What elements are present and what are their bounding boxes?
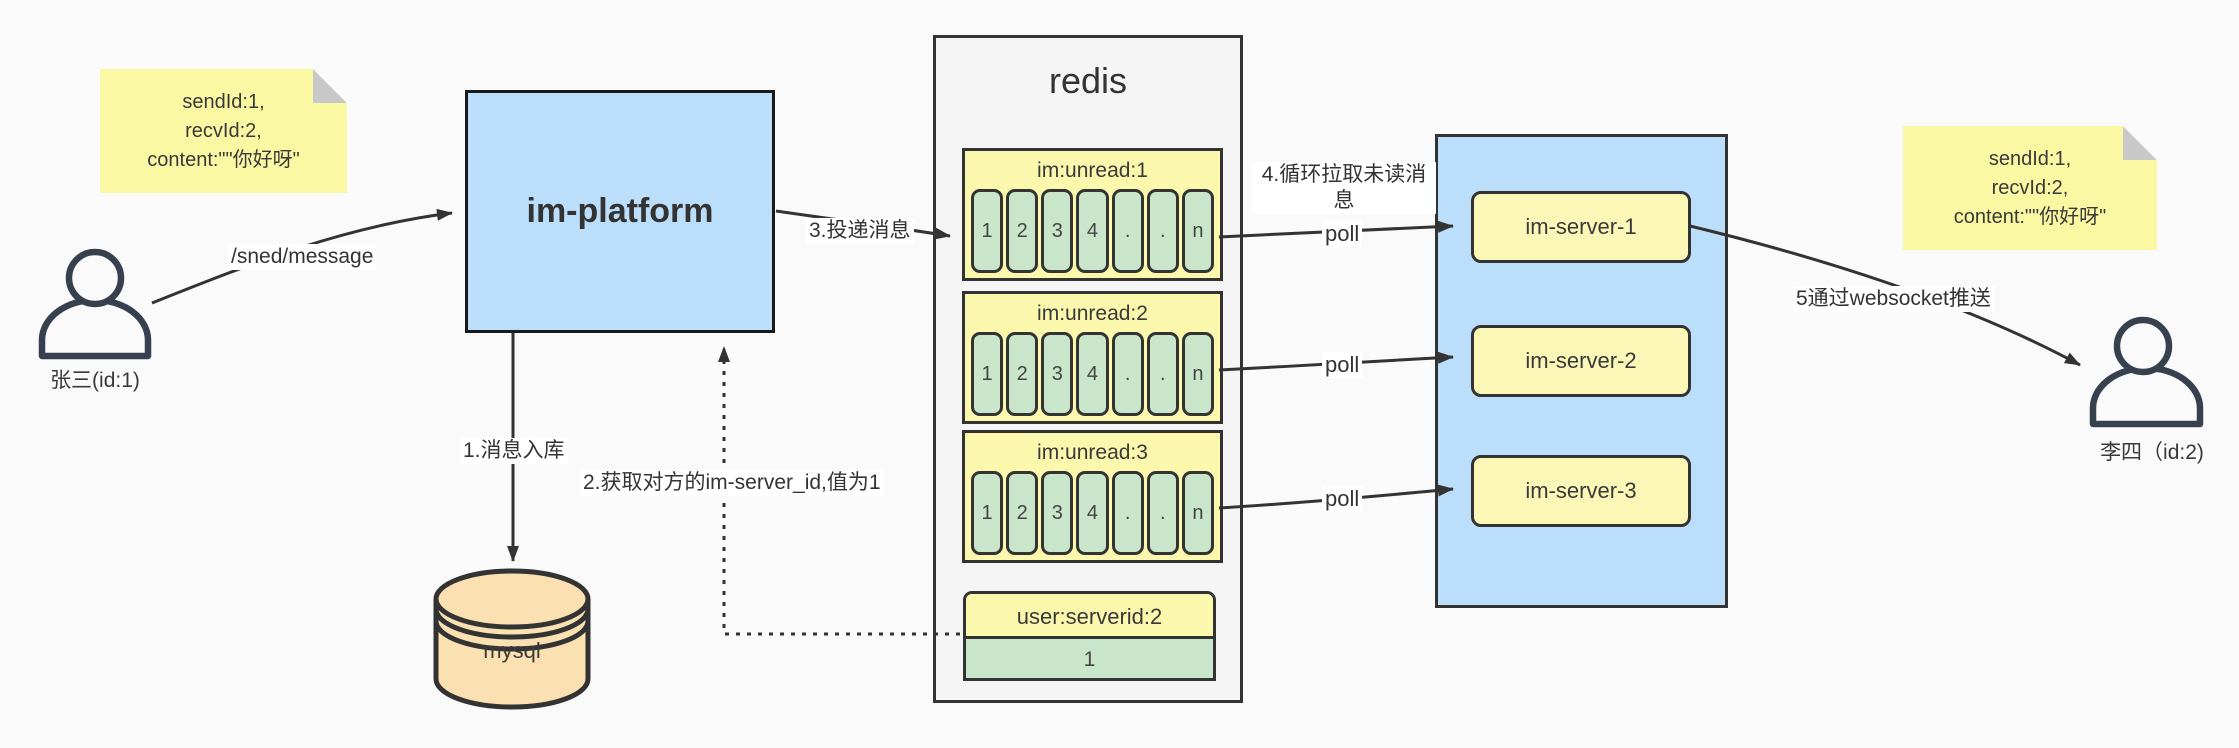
queue-header: im:unread:2	[1037, 302, 1148, 325]
queue-cell: 4	[1076, 471, 1109, 555]
queue-cell: 1	[971, 332, 1004, 416]
user-icon	[2089, 316, 2204, 428]
queue-cell: n	[1181, 471, 1214, 555]
redis-queue-unread-1: im:unread:1 1 2 3 4 . . n	[962, 148, 1223, 281]
im-server-group: im-server-1 im-server-2 im-server-3	[1435, 134, 1728, 608]
queue-cell: 2	[1006, 189, 1039, 273]
note-line: content:""你好呀"	[147, 148, 300, 171]
im-platform-label: im-platform	[526, 192, 714, 230]
mysql-database-icon	[433, 568, 591, 710]
queue-cell: 2	[1006, 332, 1039, 416]
queue-cell: .	[1111, 471, 1144, 555]
queue-cells: 1 2 3 4 . . n	[971, 471, 1214, 555]
kv-header: user:serverid:2	[966, 594, 1213, 639]
note-line: recvId:2,	[185, 119, 262, 142]
note-line: content:""你好呀"	[1953, 205, 2107, 228]
queue-cell: 3	[1041, 471, 1074, 555]
redis-kv-user-serverid: user:serverid:2 1	[963, 591, 1216, 681]
edge-label-step3: 3.投递消息	[806, 218, 914, 244]
queue-cell: 3	[1041, 189, 1074, 273]
redis-title: redis	[1048, 60, 1128, 101]
queue-cells: 1 2 3 4 . . n	[971, 332, 1214, 416]
mysql-label: mysql	[483, 638, 541, 663]
receiver-label: 李四（id:2)	[2100, 441, 2204, 464]
edge-label-poll-2: poll	[1322, 352, 1363, 378]
queue-cell: .	[1146, 189, 1179, 273]
sticky-note-message-left: sendId:1, recvId:2, content:""你好呀"	[100, 69, 347, 193]
queue-header: im:unread:1	[1037, 159, 1148, 182]
queue-cell: .	[1146, 471, 1179, 555]
edge-label-step4: 4.循环拉取未读消息	[1252, 162, 1436, 214]
im-server-2-label: im-server-2	[1525, 348, 1637, 373]
note-line: sendId:1,	[182, 90, 265, 113]
queue-cell: 1	[971, 471, 1004, 555]
queue-cell: n	[1181, 189, 1214, 273]
redis-container: redis im:unread:1 1 2 3 4 . . n im:unrea…	[933, 35, 1243, 703]
edge-label-step1: 1.消息入库	[460, 438, 568, 464]
sticky-note-message-right: sendId:1, recvId:2, content:""你好呀"	[1903, 126, 2157, 250]
user-icon	[38, 248, 152, 360]
im-server-1-label: im-server-1	[1525, 214, 1637, 239]
edge-label-poll-3: poll	[1322, 486, 1363, 512]
im-server-3-box: im-server-3	[1471, 455, 1691, 527]
edge-label-send-api: /sned/message	[228, 244, 377, 270]
queue-cell: 2	[1006, 471, 1039, 555]
im-server-3-label: im-server-3	[1525, 478, 1637, 503]
queue-cell: .	[1111, 332, 1144, 416]
queue-cell: 1	[971, 189, 1004, 273]
note-line: sendId:1,	[1988, 147, 2072, 170]
edge-label-poll-1: poll	[1322, 221, 1363, 247]
queue-header: im:unread:3	[1037, 441, 1148, 464]
im-platform-box: im-platform	[465, 90, 775, 333]
queue-cell: 4	[1076, 332, 1109, 416]
edge-label-step5: 5通过websocket推送	[1793, 286, 1994, 312]
im-server-1-box: im-server-1	[1471, 191, 1691, 263]
redis-queue-unread-2: im:unread:2 1 2 3 4 . . n	[962, 291, 1223, 424]
edge-label-step2: 2.获取对方的im-server_id,值为1	[580, 470, 884, 496]
queue-cells: 1 2 3 4 . . n	[971, 189, 1214, 273]
queue-cell: 4	[1076, 189, 1109, 273]
im-server-2-box: im-server-2	[1471, 325, 1691, 397]
redis-queue-unread-3: im:unread:3 1 2 3 4 . . n	[962, 430, 1223, 563]
queue-cell: 3	[1041, 332, 1074, 416]
queue-cell: n	[1181, 332, 1214, 416]
note-line: recvId:2,	[1991, 176, 2069, 199]
queue-cell: .	[1111, 189, 1144, 273]
kv-value: 1	[966, 639, 1213, 678]
sender-label: 张三(id:1)	[50, 369, 140, 392]
queue-cell: .	[1146, 332, 1179, 416]
